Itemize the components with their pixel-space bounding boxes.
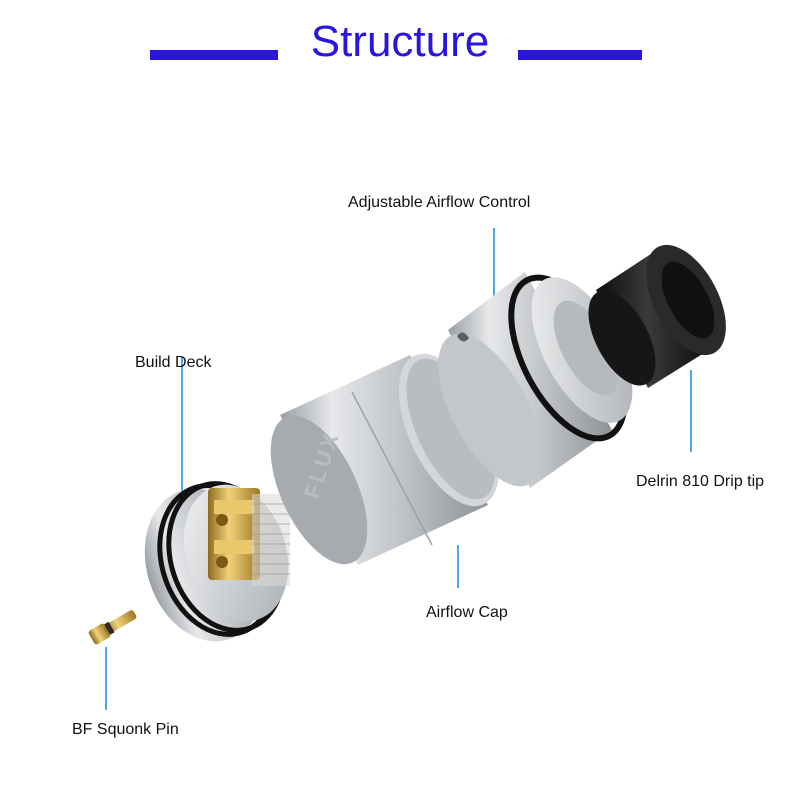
title-decor-left-bar	[150, 50, 278, 60]
title-section: Structure	[0, 14, 800, 70]
label-build-deck: Build Deck	[135, 354, 212, 371]
coil-mesh	[252, 494, 290, 586]
leader-lines	[105, 228, 692, 710]
title-decor-right-bar	[518, 50, 642, 60]
page-title: Structure	[310, 17, 490, 66]
delrin-drip-tip-part	[588, 244, 726, 388]
bf-squonk-pin-part	[88, 610, 137, 645]
label-adjustable-airflow-control: Adjustable Airflow Control	[348, 194, 531, 211]
label-bf-squonk-pin: BF Squonk Pin	[72, 721, 179, 738]
build-deck-part	[144, 481, 290, 642]
airflow-cap-part: FLUX	[270, 353, 500, 565]
label-delrin-drip-tip: Delrin 810 Drip tip	[636, 473, 765, 490]
label-airflow-cap: Airflow Cap	[426, 604, 508, 621]
